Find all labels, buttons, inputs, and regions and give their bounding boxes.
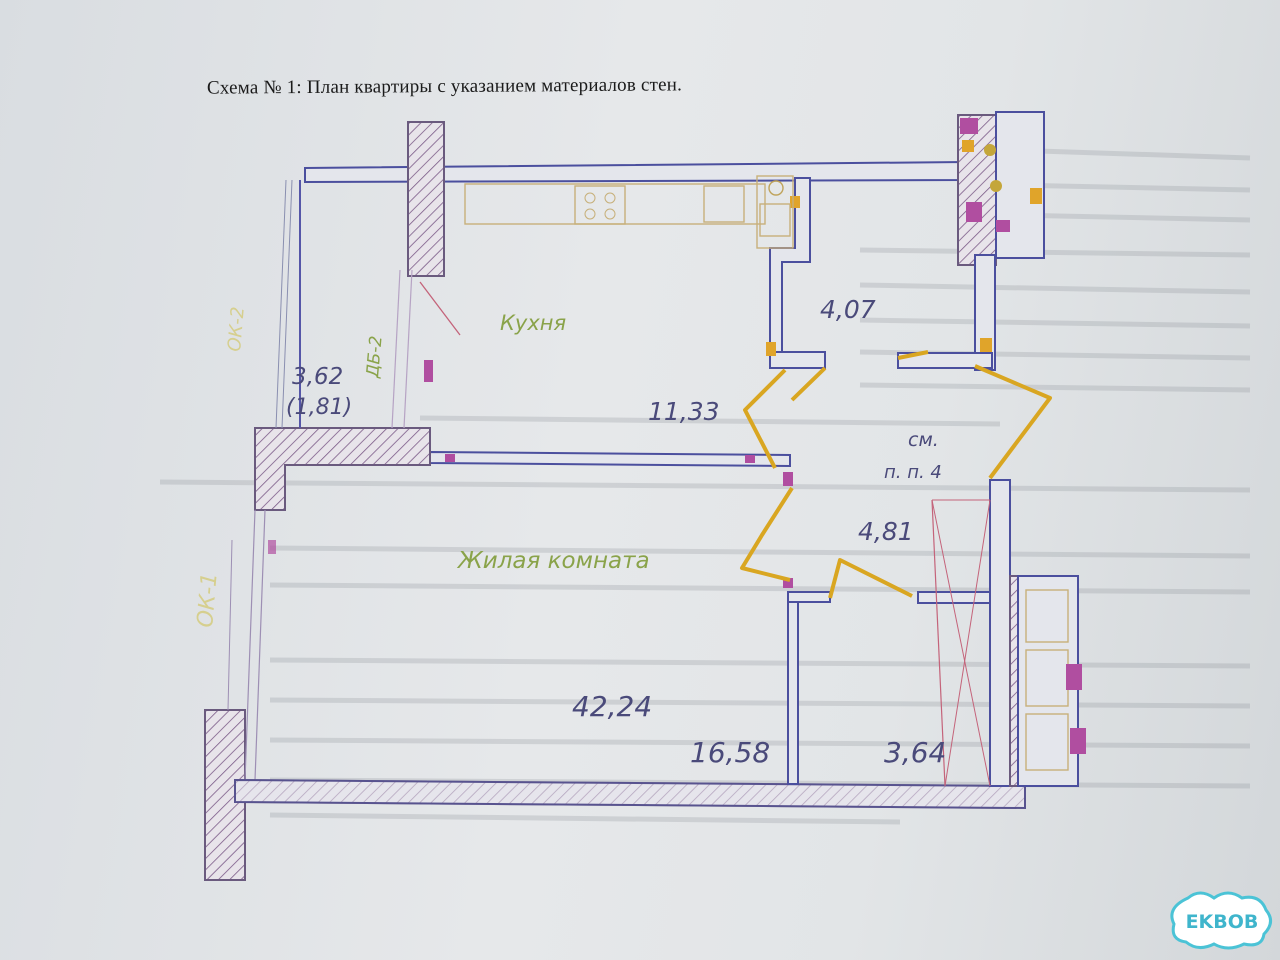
column-top-right <box>957 114 997 266</box>
window-marker <box>268 540 276 554</box>
shaft-marker <box>996 220 1010 232</box>
loggia-cross <box>931 499 991 787</box>
left-column <box>204 709 246 881</box>
toilet-icon <box>759 203 791 237</box>
column-top-left <box>407 121 445 277</box>
balcony-area-half: (1,81) <box>286 395 352 420</box>
sink-icon <box>768 180 784 196</box>
bath-bottom-wall-right <box>897 352 993 369</box>
balcony-wall <box>254 427 431 511</box>
partition-marker <box>745 455 755 463</box>
riser-icon <box>990 180 1002 192</box>
radiator-icon <box>1025 713 1069 771</box>
hall-label-line1: см. <box>908 429 939 451</box>
bath-bottom-wall <box>769 351 826 369</box>
window-frame <box>254 509 266 781</box>
living-area: 16,58 <box>690 736 770 769</box>
loggia-area: 3,64 <box>884 736 946 769</box>
hall-door-outline <box>740 350 1052 599</box>
hall-area: 4,81 <box>858 517 914 546</box>
door-marker <box>783 578 793 588</box>
balcony-line <box>281 179 293 429</box>
background-text-lines <box>159 147 1251 825</box>
watermark-logo: EKBOB <box>1170 891 1272 950</box>
balcony-area: 3,62 <box>292 364 343 390</box>
stove-burner <box>584 208 596 220</box>
top-wall <box>304 160 966 184</box>
door-swing <box>419 281 461 336</box>
bath-fixture <box>756 175 794 249</box>
kitchen-counter <box>464 183 766 225</box>
kitchen-sink-icon <box>703 185 745 223</box>
loggia-cross <box>931 499 946 787</box>
corner-marker <box>790 196 800 208</box>
balcony-door-frame <box>391 269 401 429</box>
door-marker <box>783 472 793 486</box>
stove-burner <box>584 192 596 204</box>
door-marker <box>424 360 433 382</box>
door-block-mark: ДБ-2 <box>363 335 387 379</box>
riser-icon <box>984 144 996 156</box>
window-frame <box>227 539 233 711</box>
stove-icon <box>574 185 626 225</box>
balcony-door-frame <box>403 269 413 429</box>
kitchen-name: Кухня <box>500 311 566 335</box>
living-name: Жилая комната <box>456 548 650 574</box>
stove-burner <box>604 192 616 204</box>
loggia-cross <box>944 499 991 787</box>
partition-marker <box>445 454 455 462</box>
kitchen-partition <box>429 450 791 468</box>
balcony-line <box>275 179 287 429</box>
window-mark-1: ОК-1 <box>193 572 223 629</box>
kitchen-area: 11,33 <box>648 397 720 426</box>
shaft-marker <box>966 202 982 222</box>
logo-text: EKBOB <box>1186 911 1259 933</box>
living-divider <box>787 591 799 785</box>
total-area: 42,24 <box>572 690 652 723</box>
loggia-right-wall <box>989 479 1011 787</box>
bath-area: 4,07 <box>820 295 876 324</box>
shaft-right <box>995 111 1045 259</box>
right-balcony <box>1017 575 1079 787</box>
stove-burner <box>604 208 616 220</box>
living-divider-top <box>787 591 831 603</box>
shaft-marker-orange <box>962 140 974 152</box>
corner-marker <box>766 342 776 356</box>
radiator-icon <box>1025 589 1069 643</box>
hall-divider <box>917 591 993 604</box>
shaft-marker <box>960 118 978 134</box>
shaft-marker-orange <box>1030 188 1042 204</box>
corner-marker <box>980 338 992 352</box>
hall-label-line2: п. п. 4 <box>884 462 942 483</box>
window-frame <box>244 509 256 781</box>
window-mark-2: ОК-2 <box>224 306 249 353</box>
balcony-marker <box>1070 728 1086 754</box>
balcony-marker <box>1066 664 1082 690</box>
